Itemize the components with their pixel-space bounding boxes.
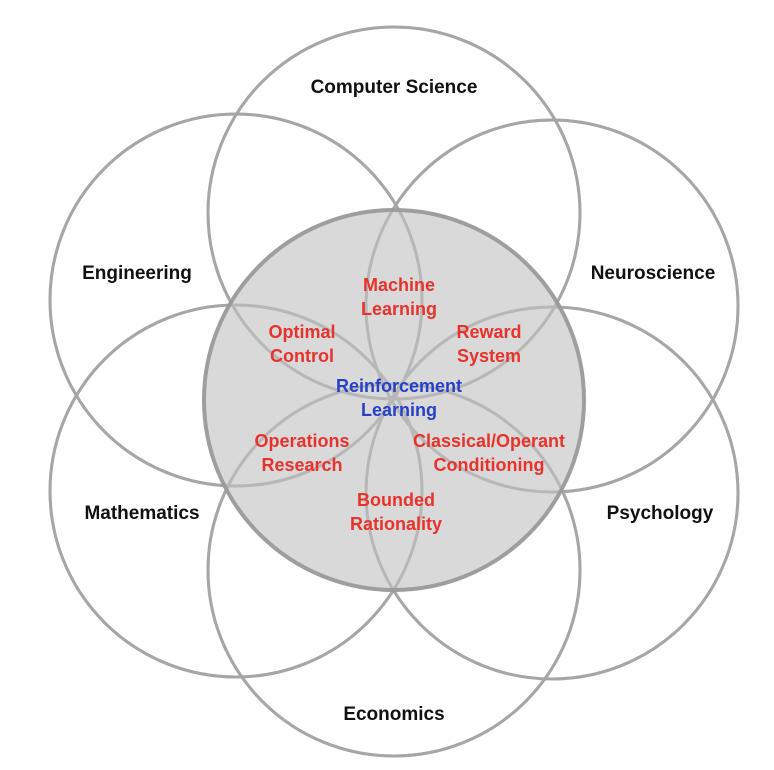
label-bounded-rationality-2: Rationality <box>350 514 442 534</box>
label-classical-operant-1: Classical/Operant <box>413 431 565 451</box>
overlay-psychology <box>364 305 740 681</box>
overlay-neuroscience <box>364 118 740 494</box>
label-reward-system-1: Reward <box>456 322 521 342</box>
label-optimal-control-2: Control <box>270 346 334 366</box>
label-operations-research-1: Operations <box>254 431 349 451</box>
label-psychology: Psychology <box>607 503 714 524</box>
label-reinforcement: Reinforcement <box>336 376 462 396</box>
label-optimal-control-1: Optimal <box>268 322 335 342</box>
overlay-engineering <box>48 112 424 488</box>
label-engineering: Engineering <box>82 263 192 284</box>
label-neuroscience: Neuroscience <box>591 263 716 284</box>
outer-circle-outlines <box>48 25 740 758</box>
label-reward-system-2: System <box>457 346 521 366</box>
label-machine-learning-1: Machine <box>363 275 435 295</box>
label-mathematics: Mathematics <box>84 503 199 524</box>
overlay-mathematics <box>48 303 424 679</box>
field-labels: Computer Science Engineering Neuroscienc… <box>82 77 715 725</box>
center-label: Reinforcement Learning <box>336 376 462 420</box>
label-bounded-rationality-1: Bounded <box>357 490 435 510</box>
label-operations-research-2: Research <box>261 455 342 475</box>
overlay-economics <box>206 382 582 758</box>
label-computer-science: Computer Science <box>311 77 478 98</box>
label-classical-operant-2: Conditioning <box>434 455 545 475</box>
label-learning: Learning <box>361 400 437 420</box>
label-economics: Economics <box>343 704 444 725</box>
topic-labels: Machine Learning Optimal Control Reward … <box>254 275 565 534</box>
label-machine-learning-2: Learning <box>361 299 437 319</box>
